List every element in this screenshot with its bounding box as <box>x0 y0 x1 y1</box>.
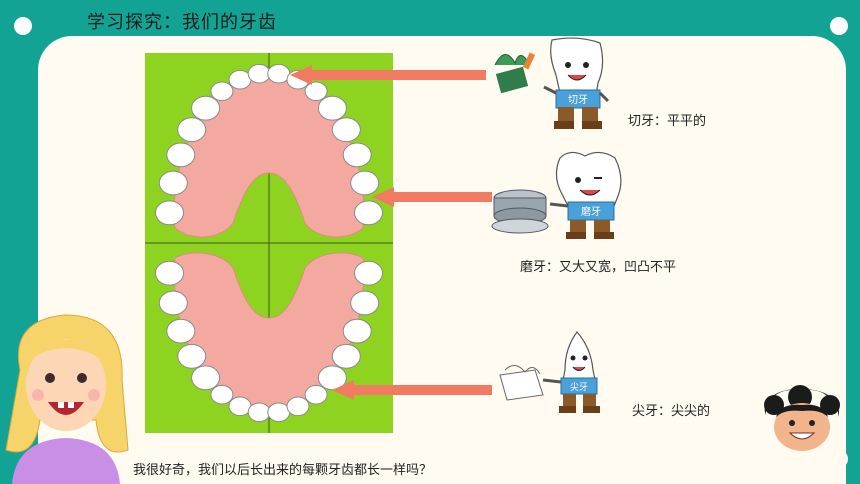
tooth <box>166 318 196 344</box>
tooth <box>267 402 291 423</box>
tooth <box>350 290 380 316</box>
canine-label: 尖牙：尖尖的 <box>632 404 711 419</box>
tooth <box>155 260 184 286</box>
tooth <box>155 200 184 226</box>
corner-dot-top-left <box>14 17 32 35</box>
tooth <box>304 81 328 102</box>
arrow-molar <box>372 187 492 207</box>
tooth <box>342 318 372 344</box>
molar-sign: 磨牙 <box>581 206 601 218</box>
molar-character: 磨牙 <box>491 151 622 239</box>
tooth <box>158 170 188 196</box>
tooth <box>317 95 347 121</box>
tooth <box>210 384 234 405</box>
tooth <box>191 95 221 121</box>
question-text: 我很好奇，我们以后长出来的每颗牙齿都长一样吗？ <box>133 463 433 478</box>
arrow-incisor <box>290 65 486 85</box>
tooth <box>286 396 310 417</box>
arrow-canine <box>332 380 492 400</box>
vegetable-icon <box>494 52 536 94</box>
tooth <box>177 343 207 369</box>
page-title: 学习探究：我们的牙齿 <box>87 12 277 33</box>
tooth <box>247 402 271 423</box>
corner-dot-top-right <box>830 17 848 35</box>
teeth-diagram <box>145 53 393 433</box>
tooth <box>304 384 328 405</box>
millstone-icon <box>491 189 549 234</box>
tooth <box>177 117 207 143</box>
tooth <box>158 290 188 316</box>
tooth <box>354 200 383 226</box>
tooth <box>331 117 361 143</box>
molar-label: 磨牙：又大又宽，凹凸不平 <box>520 260 677 275</box>
canine-character: 尖牙 <box>499 331 600 413</box>
incisor-sign: 切牙 <box>568 94 588 106</box>
tooth <box>228 69 252 90</box>
dental-arch-svg <box>145 53 393 433</box>
canine-sign: 尖牙 <box>570 381 588 393</box>
tooth <box>247 63 271 84</box>
tooth <box>342 142 372 168</box>
incisor-character: 切牙 <box>494 37 610 129</box>
boy-character <box>764 385 840 451</box>
tooth <box>191 365 221 391</box>
tooth <box>350 170 380 196</box>
tooth <box>166 142 196 168</box>
paper-icon <box>499 365 544 401</box>
tooth <box>331 343 361 369</box>
tooth <box>228 396 252 417</box>
lower-teeth <box>155 260 383 423</box>
tooth <box>317 365 347 391</box>
incisor-label: 切牙：平平的 <box>628 114 707 129</box>
tooth <box>267 63 291 84</box>
tooth <box>210 81 234 102</box>
upper-teeth <box>155 63 383 226</box>
girl-character <box>5 314 129 484</box>
tooth <box>354 260 383 286</box>
